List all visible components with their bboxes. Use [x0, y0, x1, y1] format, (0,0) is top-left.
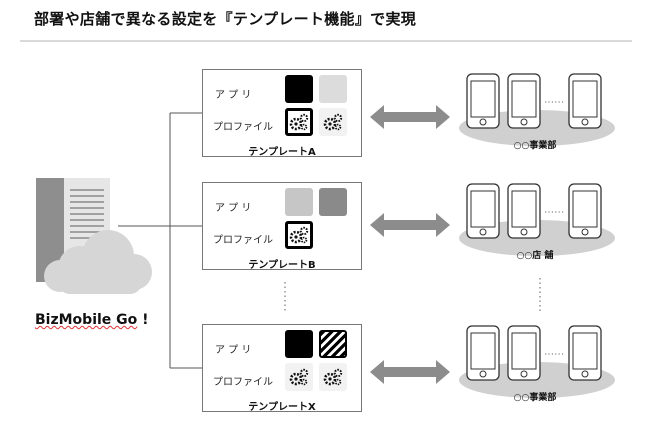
brand-mark: ! [142, 312, 149, 328]
profile-label: プロファイル [213, 235, 273, 246]
profile-label: プロファイル [213, 122, 273, 133]
device-group: ○○事業部 [455, 72, 615, 160]
template-card-b: ア プ リ プロファイル テンプレートB [202, 182, 362, 271]
profile-gear-icon [319, 363, 347, 391]
template-caption: テンプレートB [248, 260, 316, 271]
device-group-graphic [459, 73, 615, 146]
double-arrow-icon [370, 360, 450, 384]
app-icon-dark-gray [319, 188, 347, 216]
device-group: ○○事業部 [455, 324, 615, 412]
profile-gear-icon [285, 108, 313, 136]
double-arrow-icon [370, 213, 450, 237]
double-arrow-icon [370, 105, 450, 129]
app-label: ア プ リ [215, 345, 252, 356]
app-icon-black [285, 75, 313, 103]
app-icon-gray [285, 188, 313, 216]
brand-name-text: BizMobile Go [35, 312, 138, 328]
template-card-a: ア プ リ プロファイル テンプレートA [202, 69, 362, 158]
title-divider [20, 40, 632, 42]
app-icon-black [285, 330, 313, 358]
device-group-label: ○○事業部 [513, 393, 557, 403]
app-label: ア プ リ [215, 203, 252, 214]
template-card-x: ア プ リ プロファイル テンプレートX [202, 324, 362, 413]
app-label: ア プ リ [215, 90, 252, 101]
device-group-label: ○○店 舗 [516, 251, 554, 261]
template-caption: テンプレートX [248, 402, 316, 413]
device-group-graphic [459, 325, 615, 398]
profile-gear-icon [285, 363, 313, 391]
brand-name: BizMobile Go ! [35, 312, 149, 328]
app-icon-light [319, 75, 347, 103]
app-icon-striped [319, 330, 347, 358]
device-group-label: ○○事業部 [513, 141, 557, 151]
device-group-graphic [459, 183, 615, 256]
page-title: 部署や店舗で異なる設定を『テンプレート機能』で実現 [34, 10, 417, 28]
device-group: ○○店 舗 [455, 182, 615, 270]
profile-gear-icon [319, 108, 347, 136]
profile-label: プロファイル [213, 377, 273, 388]
template-caption: テンプレートA [248, 147, 316, 158]
profile-gear-icon [285, 221, 313, 249]
server-cloud-icon [36, 178, 152, 294]
